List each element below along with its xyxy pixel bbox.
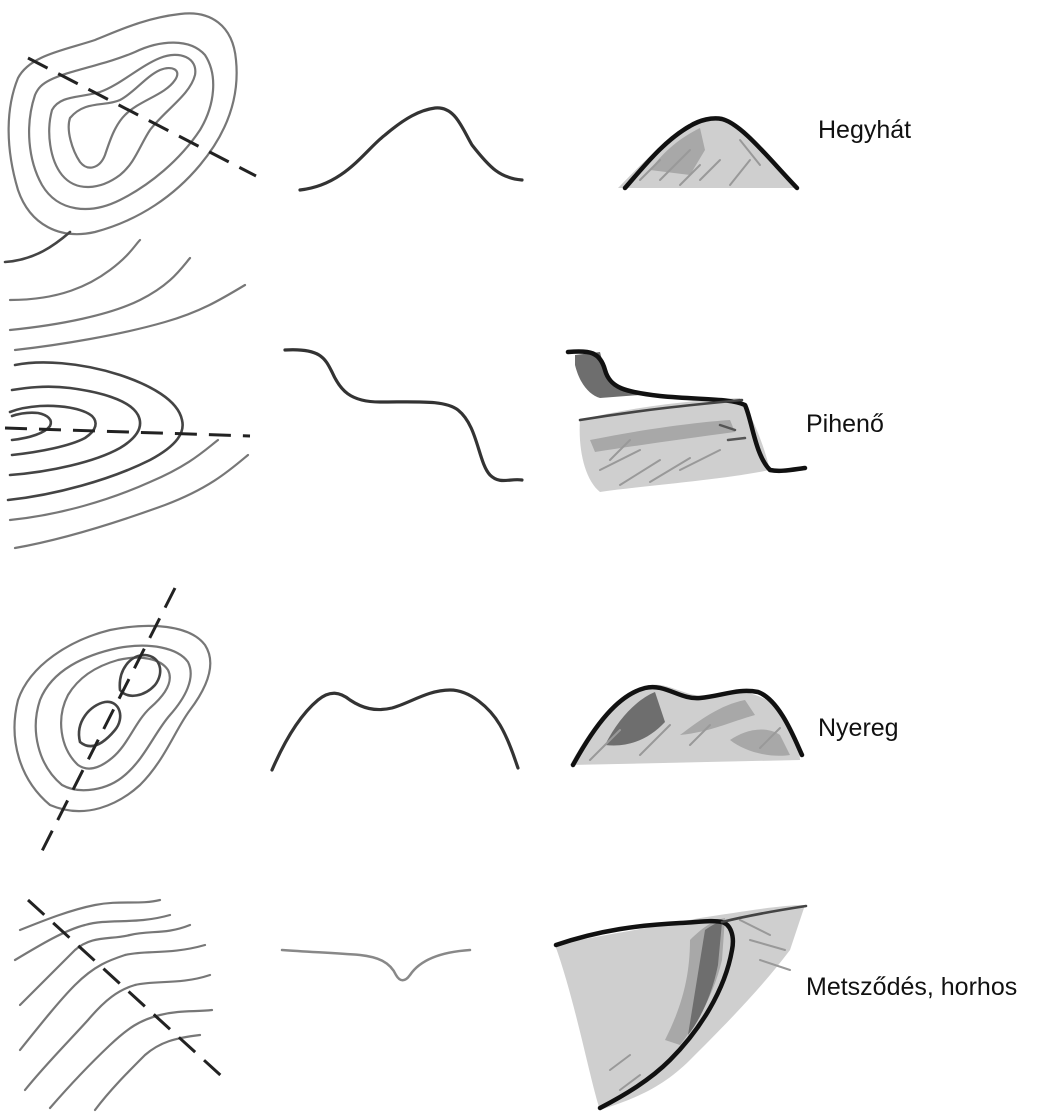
nyereg-profile-curve xyxy=(272,690,518,770)
hegyhat-profile-curve xyxy=(300,108,522,190)
piheno-relief-sketch xyxy=(568,351,805,492)
row-metszodes xyxy=(15,900,806,1110)
hegyhat-section-line xyxy=(28,58,256,176)
metszodes-profile-curve xyxy=(282,950,470,980)
hegyhat-relief-sketch xyxy=(618,117,798,188)
metszodes-section-line xyxy=(28,900,228,1082)
row-nyereg xyxy=(15,588,802,855)
label-nyereg: Nyereg xyxy=(818,716,899,741)
row-piheno xyxy=(5,232,805,548)
nyereg-relief-sketch xyxy=(570,685,802,765)
piheno-contour-map xyxy=(5,232,250,548)
piheno-profile-curve xyxy=(285,350,522,481)
row-hegyhat xyxy=(9,13,798,234)
label-hegyhat: Hegyhát xyxy=(818,118,911,143)
nyereg-contour-map xyxy=(15,588,211,855)
hegyhat-contour-map xyxy=(9,13,256,234)
label-piheno: Pihenő xyxy=(806,412,884,437)
metszodes-contour-map xyxy=(15,900,228,1110)
label-metszodes: Metsződés, horhos xyxy=(806,975,1017,1000)
metszodes-relief-sketch xyxy=(555,905,806,1110)
